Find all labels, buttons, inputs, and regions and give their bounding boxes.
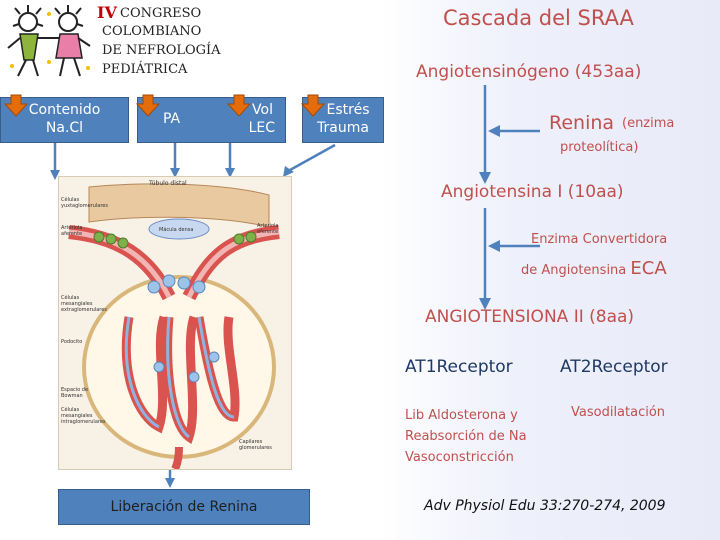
congress-roman: IV xyxy=(97,3,117,22)
eca-acronym: ECA xyxy=(630,258,667,279)
eca-line1: Enzima Convertidora xyxy=(531,232,668,247)
renin-label: Renina xyxy=(549,112,615,134)
stimulus-pa-label: PA xyxy=(163,111,181,127)
congress-line4: PEDIÁTRICA xyxy=(102,62,188,77)
eca-line2-text: de Angiotensina xyxy=(521,263,627,278)
angiotensin1-label: Angiotensina I (10aa) xyxy=(441,182,624,202)
eca-line2: de Angiotensina ECA xyxy=(521,258,667,279)
stimulus-vol-line2: LEC xyxy=(248,120,275,136)
angiotensin2-label: ANGIOTENSIONA II (8aa) xyxy=(425,307,635,327)
congress-line3: DE NEFROLOGÍA xyxy=(102,43,221,58)
stimulus-nacl-line1: Contenido xyxy=(28,102,101,118)
citation: Adv Physiol Edu 33:270-274, 2009 xyxy=(424,498,666,514)
stimulus-vol-line1: Vol xyxy=(252,102,273,118)
renin-note2: proteolítica) xyxy=(560,140,639,155)
down-arrow-icon xyxy=(135,94,161,117)
stimulus-box-pa: PA Vol LEC xyxy=(137,97,286,143)
at1-effect-2: Reabsorción de Na xyxy=(405,429,527,444)
stimulus-nacl-line2: Na.Cl xyxy=(45,120,84,136)
congress-line1: CONGRESO xyxy=(120,6,202,21)
page-title: Cascada del SRAA xyxy=(443,6,634,30)
label-macula: Mácula densa xyxy=(159,227,194,233)
at1-effect-1: Lib Aldosterona y xyxy=(405,408,518,423)
label-tubule: Túbulo distal xyxy=(149,180,187,187)
down-arrow-icon xyxy=(226,94,252,117)
renin-release-box: Liberación de Renina xyxy=(58,489,310,525)
at2-effect: Vasodilatación xyxy=(571,405,666,420)
angiotensinogen-label: Angiotensinógeno (453aa) xyxy=(416,62,642,82)
stimulus-stress-line2: Trauma xyxy=(317,120,369,136)
label-podocyte: Podocito xyxy=(61,339,83,345)
down-arrow-icon xyxy=(3,94,29,117)
background-panel xyxy=(380,0,720,540)
renin-note: (enzima xyxy=(622,116,675,131)
down-arrow-icon xyxy=(300,94,326,117)
stimulus-stress-line1: Estrés xyxy=(326,102,370,118)
at2-receptor: AT2Receptor xyxy=(560,357,668,377)
congress-logo xyxy=(4,2,94,80)
at1-effect-3: Vasoconstricción xyxy=(405,450,514,465)
at1-effects: Lib Aldosterona y Reabsorción de Na Vaso… xyxy=(405,405,527,468)
at1-receptor: AT1Receptor xyxy=(405,357,513,377)
congress-line2: COLOMBIANO xyxy=(102,24,202,39)
